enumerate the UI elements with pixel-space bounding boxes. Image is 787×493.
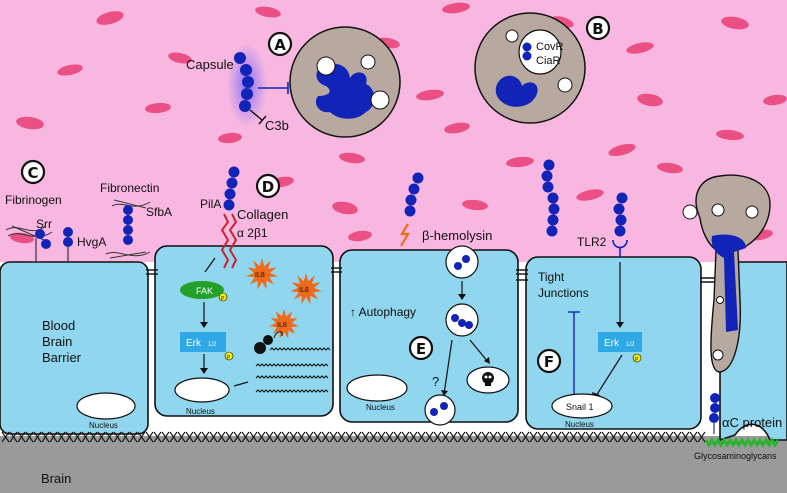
bbb-label-2: Brain	[42, 334, 72, 349]
integrin-receptor	[220, 213, 238, 269]
erk-phospho-d: P	[227, 355, 231, 361]
panel-f-tlr2: TLR2 Erk 1/2 P Tight Junctions Snail 1 N…	[536, 159, 642, 429]
gbs-chain-f2	[613, 192, 628, 237]
autophagy-label: ↑ Autophagy	[350, 305, 416, 319]
phagosome-b	[518, 29, 562, 75]
capsule-label: Capsule	[186, 57, 234, 72]
snail-nucleus	[551, 393, 613, 419]
panel-b-neutrophil: CovR CiaR B	[474, 12, 611, 124]
skull-icon	[482, 372, 494, 386]
covr-label: CovR	[536, 41, 564, 53]
badge-b-letter: B	[592, 20, 603, 38]
tight-label-1: Tight	[538, 270, 565, 284]
erk-label-f: Erk	[604, 338, 620, 349]
erk-sub-f: 1/2	[626, 342, 635, 348]
badge-a-letter: A	[274, 36, 286, 54]
nucleus-1-label: Nucleus	[89, 421, 118, 430]
transmigrating-neutrophil	[682, 174, 771, 373]
integrin-label: α 2β1	[237, 226, 268, 240]
erk-sub-d: 1/2	[208, 342, 217, 348]
pila-chain	[223, 166, 240, 211]
nucleus-e	[346, 374, 408, 402]
snail-label: Snail 1	[566, 402, 594, 412]
il8-label-1: IL8	[255, 272, 265, 279]
c3b-label: C3b	[265, 118, 289, 133]
tight-label-2: Junctions	[538, 286, 589, 300]
autophagosome-1	[445, 245, 479, 279]
erk-box-d	[180, 332, 226, 352]
gbs-chain-e	[404, 172, 424, 217]
hvga-label: HvgA	[77, 235, 106, 249]
badge-d-letter: D	[262, 178, 274, 196]
badge-f-letter: F	[544, 353, 554, 371]
ciar-label: CiaR	[536, 55, 561, 67]
nucleus-e-label: Nucleus	[366, 403, 395, 412]
badge-a	[267, 31, 293, 57]
panel-a-capsule: Capsule C3b A	[186, 26, 401, 138]
tlr2-receptor	[612, 239, 628, 249]
nucleus-1	[76, 392, 136, 420]
badge-b	[585, 15, 611, 41]
endothelial-cell-1	[0, 261, 149, 435]
fak-oval	[180, 281, 224, 299]
alpha-c-protein: αC protein Glycosaminoglycans	[694, 393, 782, 461]
il8-label-3: IL8	[277, 322, 287, 329]
erk-label-d: Erk	[186, 338, 202, 349]
autophagosome-3	[424, 394, 456, 426]
il8-label-2: IL8	[299, 287, 309, 294]
srr-label: Srr	[36, 217, 52, 231]
hvga-bacterium	[63, 227, 73, 262]
badge-f	[536, 348, 562, 374]
basement-membrane	[1, 431, 706, 443]
fibronectin-label: Fibronectin	[100, 181, 159, 195]
bbb-label-1: Blood	[42, 318, 75, 333]
panel-d-signaling: D PilA Collagen α 2β1 FAK P Erk 1/2 P Nu…	[174, 166, 331, 416]
panel-e-autophagy: β-hemolysin ↑ Autophagy ? Nucleus E	[346, 172, 510, 426]
brain-label: Brain	[41, 471, 71, 486]
blood-lumen	[0, 0, 787, 262]
pila-label: PilA	[200, 197, 221, 211]
bbb-label-3: Barrier	[42, 350, 82, 365]
sfba-chain	[123, 205, 133, 245]
gag-label: Glycosaminoglycans	[694, 451, 777, 461]
nucleus-f-label: Nucleus	[565, 420, 594, 429]
gbs-chain-f1	[541, 159, 560, 237]
fak-label: FAK	[196, 286, 213, 296]
question-mark: ?	[432, 374, 439, 389]
tlr2-label: TLR2	[577, 235, 607, 249]
sfba-label: SfbA	[146, 205, 172, 219]
fak-phospho: P	[221, 296, 225, 302]
gbs-chain-a	[234, 52, 254, 112]
nucleus-d-label: Nucleus	[186, 407, 215, 416]
erk-box-f	[598, 332, 642, 352]
fibrinogen-label: Fibrinogen	[5, 193, 62, 207]
badge-e	[408, 335, 434, 361]
gag-chain	[704, 437, 780, 448]
il8-bursts: IL8 IL8 IL8	[246, 258, 322, 339]
collagen-label: Collagen	[237, 207, 288, 222]
panel-c-adhesins: C Fibrinogen Srr HvgA Fibronectin SfbA	[5, 159, 172, 263]
nucleus-d	[174, 377, 230, 403]
beta-hemolysin-label: β-hemolysin	[422, 228, 492, 243]
red-blood-cells	[10, 2, 787, 244]
neutrophil-a	[289, 26, 401, 138]
mrna-strands	[255, 347, 331, 393]
alpha-c-label: αC protein	[722, 415, 782, 430]
badge-c	[20, 159, 46, 185]
badge-e-letter: E	[416, 340, 426, 358]
badge-c-letter: C	[27, 164, 38, 182]
lightning-icon	[400, 223, 410, 247]
mrna-ribosome	[254, 331, 283, 354]
brain-region	[0, 436, 787, 493]
badge-d	[255, 173, 281, 199]
erk-phospho-f: P	[635, 357, 639, 363]
